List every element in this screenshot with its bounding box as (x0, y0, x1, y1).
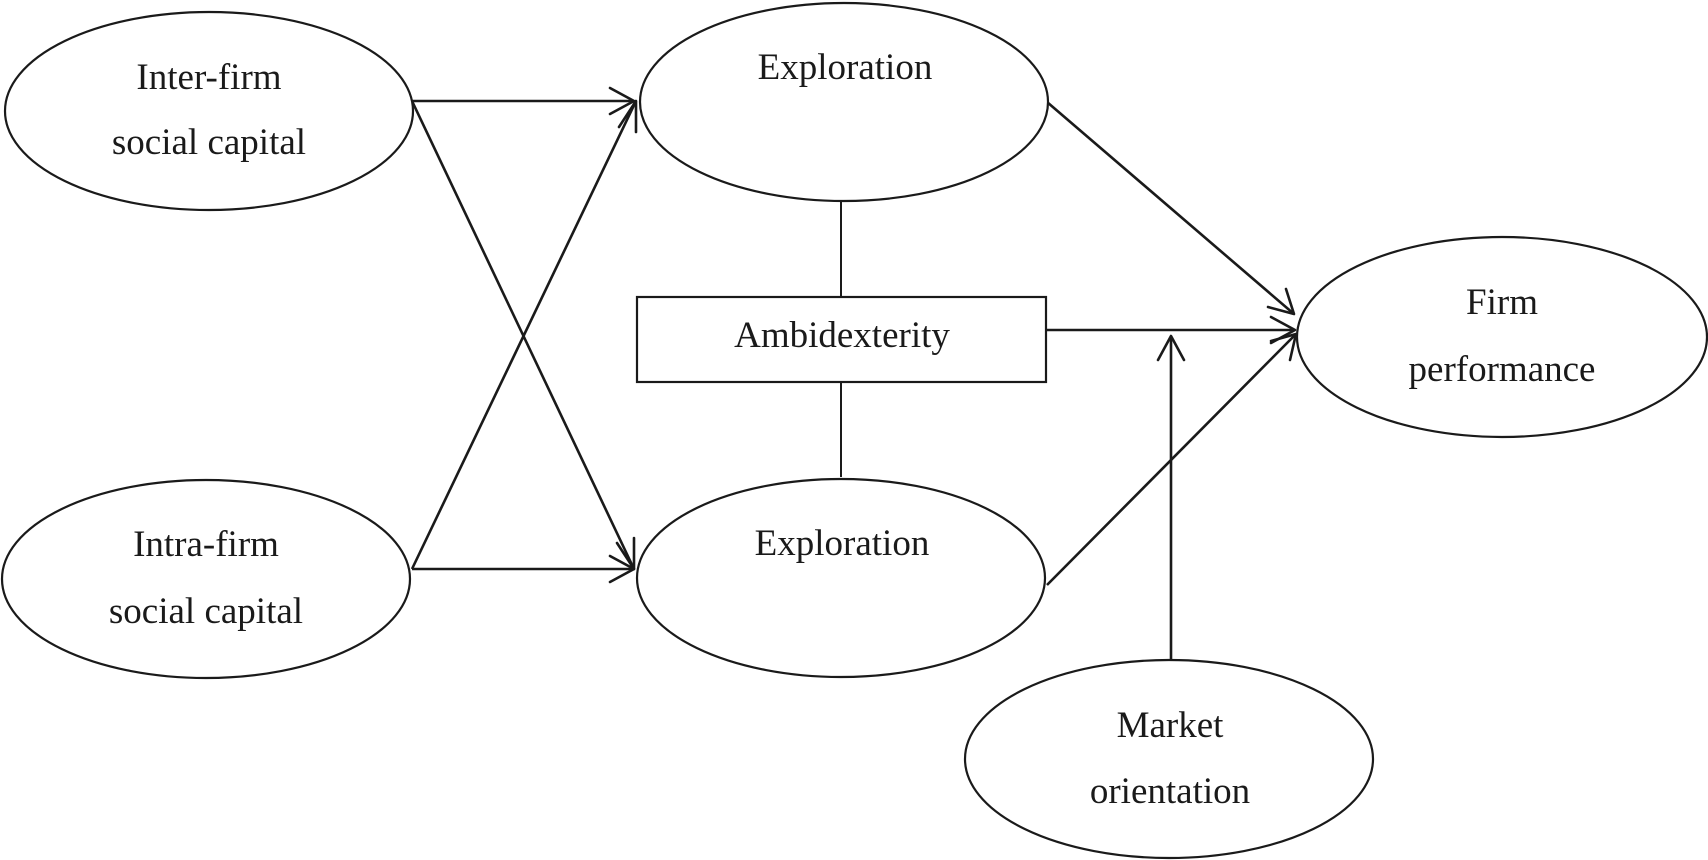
node-inter-firm-social-capital: Inter-firm social capital (3, 10, 415, 212)
ambidexterity-label: Ambidexterity (734, 315, 950, 356)
edge-intra-to-exploration-bottom (412, 554, 636, 584)
exploration-top-label: Exploration (758, 47, 933, 88)
edge-market-orientation-moderation (1156, 334, 1186, 659)
intra-firm-label-line1: Intra-firm (133, 524, 279, 565)
node-market-orientation: Market orientation (963, 658, 1375, 860)
market-orientation-label-line1: Market (1117, 705, 1225, 746)
inter-firm-label-line2: social capital (112, 122, 306, 163)
node-exploration-bottom: Exploration (635, 477, 1047, 679)
node-intra-firm-social-capital: Intra-firm social capital (0, 478, 412, 680)
edge-intra-to-exploration-top (410, 99, 638, 570)
inter-firm-label-line1: Inter-firm (136, 57, 281, 98)
node-firm-performance: Firm performance (1295, 235, 1708, 439)
market-orientation-label-line2: orientation (1090, 771, 1250, 812)
edge-ambidexterity-to-performance (1047, 315, 1297, 345)
edge-exploration-top-to-performance (1046, 101, 1296, 316)
node-ambidexterity: Ambidexterity (635, 295, 1048, 384)
firm-performance-label-line2: performance (1409, 349, 1596, 390)
node-exploration-top: Exploration (638, 1, 1050, 203)
exploration-bottom-label: Exploration (755, 523, 930, 564)
firm-performance-label-line1: Firm (1466, 282, 1538, 323)
intra-firm-label-line2: social capital (109, 591, 303, 632)
edge-inter-to-exploration-top (412, 86, 636, 116)
